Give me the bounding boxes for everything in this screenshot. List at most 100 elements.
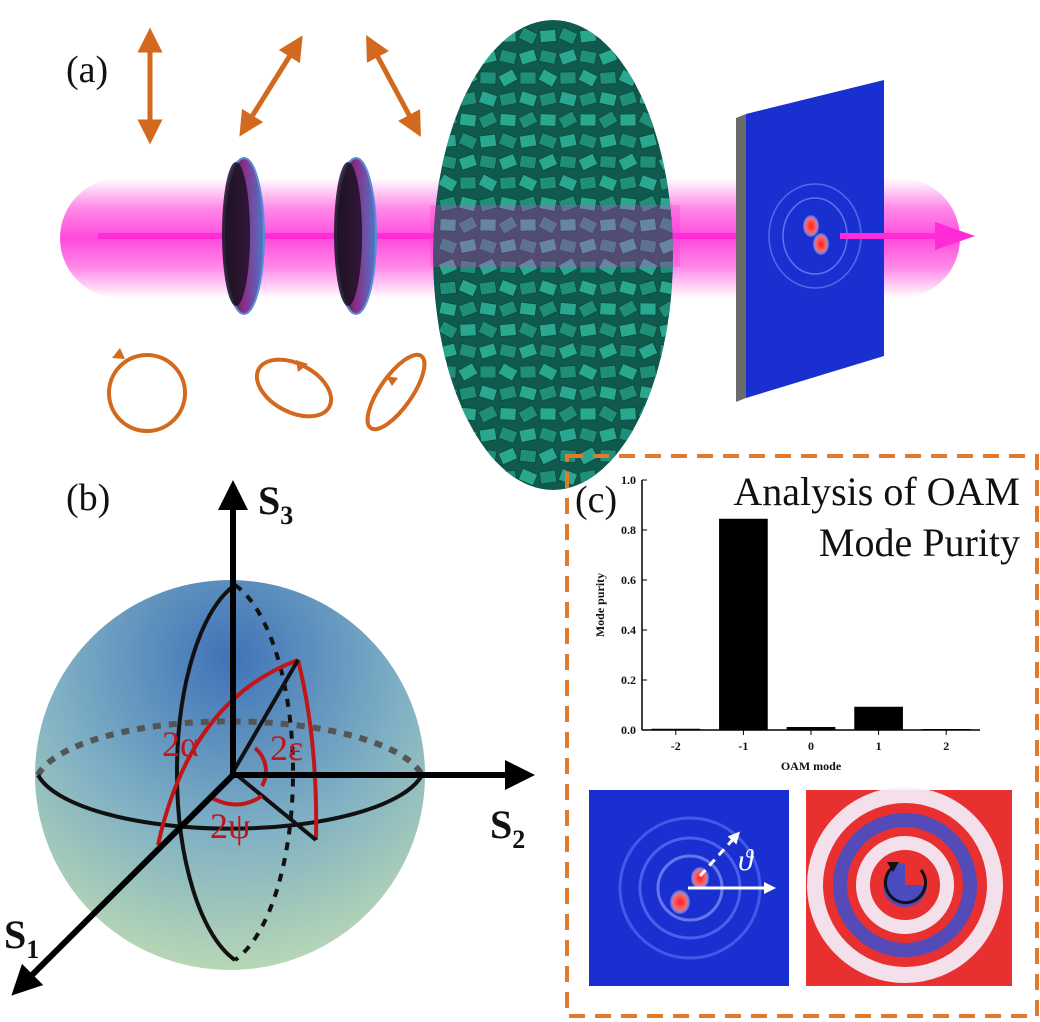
metasurface-pillar [519, 218, 537, 232]
metasurface-pillar [577, 446, 599, 466]
metasurface-pillar [438, 427, 458, 443]
metasurface-pillar [658, 426, 673, 444]
metasurface-pillar [637, 257, 659, 277]
metasurface-pillar [619, 407, 637, 421]
metasurface-pillar [439, 218, 457, 232]
metasurface-pillar [437, 90, 459, 108]
panel-b-label: (b) [66, 477, 110, 519]
metasurface-pillar [598, 426, 618, 444]
metasurface-pillar [518, 237, 538, 255]
intensity-lobe-2 [813, 233, 829, 255]
metasurface-pillar [597, 321, 619, 339]
metasurface-pillar [637, 341, 659, 361]
metasurface-pillar [478, 342, 498, 360]
metasurface-pillar [658, 468, 673, 486]
metasurface-pillar [538, 426, 558, 444]
beam-through-metasurface [430, 205, 680, 267]
metasurface-pillar [438, 48, 458, 66]
metasurface-pillar [538, 48, 558, 66]
intensity-lobe-1 [803, 215, 819, 237]
metasurface-pillar [558, 133, 578, 149]
metasurface-pillar [477, 173, 499, 193]
metasurface-pillar [577, 68, 599, 88]
metasurface-pillar [597, 257, 619, 277]
metasurface-pillar [498, 90, 518, 108]
bar-mode-0 [786, 727, 836, 730]
metasurface-pillar [638, 385, 658, 401]
metasurface-pillar [579, 113, 597, 127]
metasurface-pillar [657, 68, 673, 88]
metasurface-pillar [457, 300, 479, 318]
metasurface-pillar [517, 257, 539, 277]
y-tick-label: 0.8 [621, 523, 636, 537]
metasurface-pillar [659, 260, 673, 274]
bar-mode--1 [719, 518, 768, 730]
metasurface-pillar [578, 175, 598, 191]
metasurface-pillar [578, 196, 598, 212]
metasurface-pillar [498, 195, 518, 213]
metasurface-pillar [478, 154, 498, 170]
metasurface-pillar [498, 469, 518, 485]
metasurface-pillar [618, 28, 638, 44]
metasurface-pillar [599, 71, 617, 85]
metasurface-pillar [557, 320, 579, 340]
metasurface-pillar [577, 215, 599, 235]
metasurface-pillar [618, 279, 638, 297]
circular-polarization-arrow-icon [112, 348, 125, 359]
metasurface-pillar [459, 406, 477, 422]
circular-polarization-icon [107, 353, 187, 433]
s1-axis-label: S1 [4, 912, 39, 964]
metasurface-pillar [518, 90, 538, 108]
metasurface-pillar [638, 91, 658, 107]
metasurface-pillar [557, 257, 579, 277]
metasurface-pillar [477, 467, 499, 487]
metasurface-pillar [437, 467, 459, 487]
metasurface-pillar [459, 470, 477, 484]
metasurface-pillar [617, 237, 639, 255]
metasurface-pillar [638, 279, 658, 297]
metasurface-pillar [458, 238, 478, 254]
metasurface-pillar [597, 404, 619, 424]
metasurface-pillar [518, 448, 538, 464]
metasurface-pillar [557, 342, 579, 360]
metasurface-pillar [637, 174, 659, 192]
projection-line [231, 770, 318, 842]
metasurface-pillar [659, 113, 673, 127]
theta-symbol: ϑ [738, 844, 755, 877]
metasurface-pillar [459, 29, 477, 43]
metasurface-pillar [497, 131, 519, 151]
metasurface-pillar [558, 90, 578, 108]
metasurface-pillar [477, 257, 499, 277]
metasurface-pillar [439, 133, 457, 149]
metasurface-pillar [437, 173, 459, 193]
metasurface-pillar [617, 362, 639, 382]
metasurface-pillar [637, 27, 659, 45]
metasurface-pillar [498, 342, 518, 360]
metasurface-pillar [477, 320, 499, 340]
metasurface-pillar [499, 176, 517, 190]
metasurface-pillar [537, 299, 559, 319]
metasurface-pillar [497, 426, 519, 444]
metasurface-pillar [439, 71, 457, 85]
metasurface-pillar [517, 110, 539, 130]
metasurface-pillar [539, 260, 557, 274]
metasurface-pillar [458, 112, 478, 128]
metasurface-pillar [659, 406, 673, 422]
y-tick-label: 1.0 [621, 473, 636, 487]
metasurface-pillar [638, 132, 658, 150]
x-tick-label: -1 [738, 739, 748, 753]
metasurface-pillar [517, 467, 539, 487]
metasurface-pillar [438, 448, 458, 464]
metasurface-pillar [577, 152, 599, 172]
metasurface-pillar [478, 427, 498, 443]
metasurface-pillar [659, 344, 673, 358]
metasurface-pillar [579, 260, 597, 274]
metasurface-pillar [598, 385, 618, 401]
metasurface-pillar [518, 301, 538, 317]
metasurface-pillar [539, 113, 557, 127]
metasurface-pillar [438, 195, 458, 213]
phase-vortex-circle-icon [883, 865, 927, 905]
metasurface-pillar [599, 155, 617, 169]
